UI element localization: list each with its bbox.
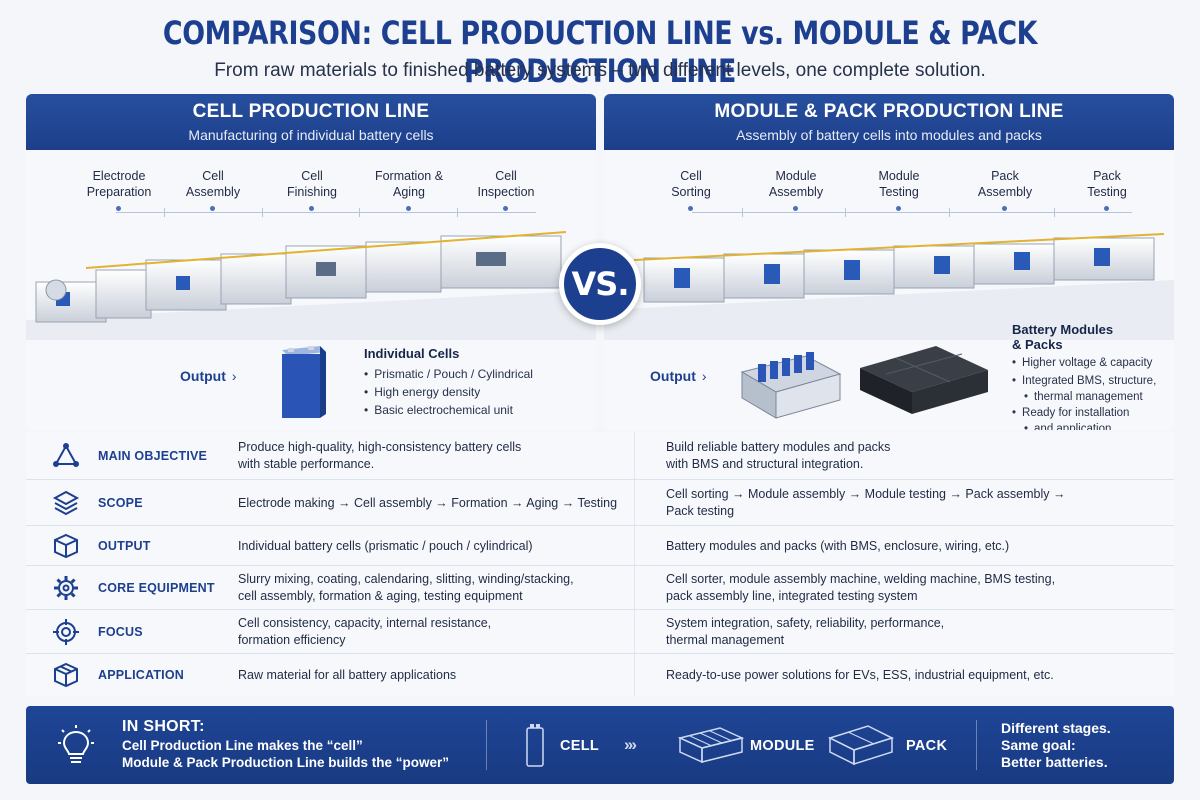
- triangle-network-icon: [53, 443, 79, 467]
- module-icon: [677, 727, 745, 764]
- table-row: OUTPUT Individual battery cells (prismat…: [26, 526, 1174, 566]
- prismatic-cell-icon: [282, 346, 326, 418]
- row-label: CORE EQUIPMENT: [98, 581, 215, 595]
- module-panel-header: MODULE & PACK PRODUCTION LINE Assembly o…: [604, 94, 1174, 150]
- pack-icon: [828, 725, 894, 766]
- cell-line-value: Electrode making → Cell assembly → Forma…: [238, 496, 618, 510]
- table-row: SCOPE Electrode making → Cell assembly →…: [26, 480, 1174, 526]
- cell-step: Formation &Aging: [354, 168, 464, 211]
- cell-line-value: Slurry mixing, coating, calendaring, sli…: [238, 572, 574, 603]
- process-timeline: [692, 212, 1132, 213]
- package-icon: [54, 662, 78, 688]
- box-icon: [54, 533, 78, 559]
- lightbulb-icon: [58, 725, 94, 763]
- row-label: MAIN OBJECTIVE: [98, 449, 208, 463]
- cell-output-list: Prismatic / Pouch / Cylindrical High ene…: [364, 365, 533, 419]
- layers-icon: [52, 490, 80, 516]
- flow-arrows-icon: ›››: [624, 735, 637, 754]
- pack-line-value: Build reliable battery modules and packs…: [666, 440, 891, 471]
- cell-panel-subtitle: Manufacturing of individual battery cell…: [188, 127, 434, 143]
- module-panel-title: MODULE & PACK PRODUCTION LINE: [714, 101, 1064, 122]
- module-panel-subtitle: Assembly of battery cells into modules a…: [736, 127, 1042, 143]
- pack-line-value: Cell sorter, module assembly machine, we…: [666, 572, 1056, 603]
- vs-badge: VS.: [559, 243, 641, 325]
- row-label: APPLICATION: [98, 668, 184, 682]
- summary-line: Cell Production Line makes the “cell”: [122, 738, 363, 753]
- battery-module-icon: [740, 352, 842, 419]
- module-pack-production-panel: MODULE & PACK PRODUCTION LINE Assembly o…: [604, 94, 1174, 430]
- tagline: Different stages.: [1001, 720, 1111, 736]
- comparison-table: MAIN OBJECTIVE Produce high-quality, hig…: [26, 432, 1174, 696]
- cell-production-panel: CELL PRODUCTION LINE Manufacturing of in…: [26, 94, 596, 430]
- process-timeline: [116, 212, 536, 213]
- table-row: CORE EQUIPMENT Slurry mixing, coating, c…: [26, 566, 1174, 610]
- cell-line-value: Cell consistency, capacity, internal res…: [238, 616, 492, 647]
- row-label: OUTPUT: [98, 539, 151, 553]
- gear-icon: [54, 576, 78, 600]
- cell-output-heading: Individual Cells: [364, 346, 460, 361]
- cell-panel-title: CELL PRODUCTION LINE: [192, 101, 430, 122]
- battery-pack-icon: [860, 346, 988, 414]
- row-label: SCOPE: [98, 496, 143, 510]
- cell-output-label: Output›: [180, 368, 237, 384]
- tagline: Same goal:: [1001, 737, 1076, 753]
- pack-line-value: Battery modules and packs (with BMS, enc…: [666, 539, 1010, 553]
- in-short-banner: IN SHORT: Cell Production Line makes the…: [26, 706, 1174, 784]
- cell-icon: [526, 724, 544, 767]
- table-row: APPLICATION Raw material for all battery…: [26, 654, 1174, 696]
- cell-panel-header: CELL PRODUCTION LINE Manufacturing of in…: [26, 94, 596, 150]
- tagline: Better batteries.: [1001, 754, 1108, 770]
- cell-production-line-illustration: [26, 231, 596, 340]
- pack-line-value: System integration, safety, reliability,…: [666, 616, 945, 647]
- page-title: COMPARISON: CELL PRODUCTION LINE vs. MOD…: [162, 14, 1038, 90]
- flow-pack-label: PACK: [906, 738, 948, 754]
- pack-line-value: Cell sorting → Module assembly → Module …: [666, 487, 1066, 518]
- summary-line: Module & Pack Production Line builds the…: [122, 755, 450, 770]
- module-output-list: Higher voltage & capacity Integrated BMS…: [1012, 354, 1156, 430]
- module-output-label: Output›: [650, 368, 707, 384]
- row-label: FOCUS: [98, 625, 143, 639]
- cell-line-value: Produce high-quality, high-consistency b…: [238, 440, 522, 471]
- cell-line-value: Individual battery cells (prismatic / po…: [238, 539, 533, 553]
- flow-cell-label: CELL: [560, 738, 600, 754]
- pack-line-value: Ready-to-use power solutions for EVs, ES…: [666, 668, 1054, 682]
- module-pack-production-line-illustration: [604, 233, 1174, 340]
- flow-module-label: MODULE: [750, 738, 815, 754]
- cell-line-value: Raw material for all battery application…: [238, 668, 457, 682]
- module-output-heading: Battery Modules & Packs: [1012, 322, 1114, 352]
- table-row: FOCUS Cell consistency, capacity, intern…: [26, 610, 1174, 654]
- page-subtitle: From raw materials to finished battery s…: [214, 60, 986, 81]
- target-icon: [53, 619, 79, 645]
- summary-title: IN SHORT:: [122, 718, 205, 735]
- table-row: MAIN OBJECTIVE Produce high-quality, hig…: [26, 432, 1174, 480]
